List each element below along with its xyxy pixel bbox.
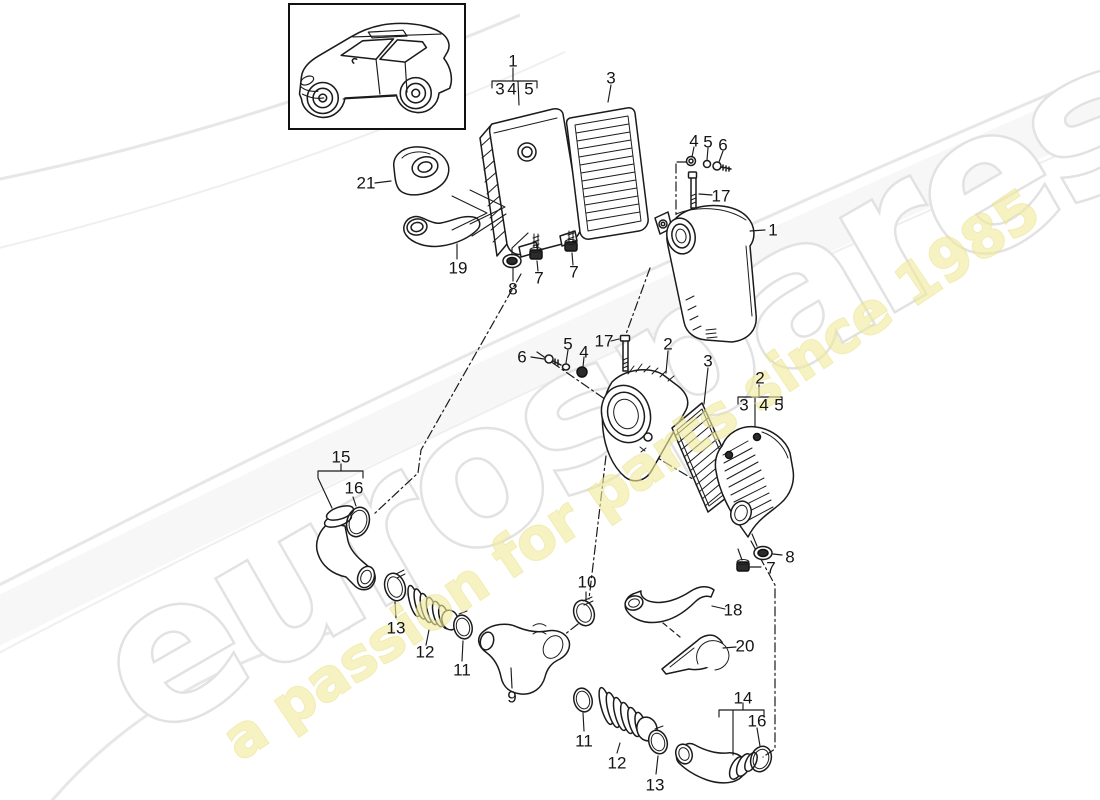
part-label-4: 4 bbox=[689, 131, 699, 151]
part-label-6: 6 bbox=[718, 135, 728, 155]
part-label-2: 2 bbox=[663, 334, 673, 354]
part-8-grommet-right bbox=[753, 545, 773, 561]
part-label-13: 13 bbox=[645, 775, 665, 795]
part-11-clamp-left bbox=[453, 610, 473, 640]
part-label-5: 5 bbox=[524, 79, 534, 99]
part-label-13: 13 bbox=[386, 618, 406, 638]
part-label-18: 18 bbox=[723, 600, 743, 620]
part-label-3: 3 bbox=[739, 395, 749, 415]
part-label-7: 7 bbox=[766, 558, 776, 578]
part-label-3: 3 bbox=[495, 79, 505, 99]
part-2-cover-mid bbox=[600, 363, 689, 482]
part-label-1: 1 bbox=[508, 51, 518, 71]
part-1-air-cleaner-right bbox=[654, 204, 757, 343]
swoosh-line bbox=[0, 70, 1100, 587]
part-label-3: 3 bbox=[606, 68, 616, 88]
part-12-bellows-left bbox=[407, 584, 459, 631]
part-13-clamp-right bbox=[647, 725, 669, 755]
part-label-7: 7 bbox=[569, 262, 579, 282]
part-10-clamp bbox=[572, 596, 596, 627]
part-label-17: 17 bbox=[711, 186, 731, 206]
swoosh-band bbox=[0, 82, 1100, 646]
part-label-12: 12 bbox=[415, 642, 435, 662]
part-label-19: 19 bbox=[448, 258, 468, 278]
part-19-air-duct bbox=[403, 215, 481, 248]
part-label-4: 4 bbox=[579, 342, 589, 362]
part-21-intake-scoop bbox=[393, 146, 450, 196]
part-label-4: 4 bbox=[759, 395, 769, 415]
part-7-nut-right bbox=[736, 559, 750, 572]
part-18-air-duct bbox=[624, 586, 715, 624]
part-label-11: 11 bbox=[453, 660, 471, 680]
part-label-3: 3 bbox=[703, 351, 713, 371]
part-label-10: 10 bbox=[577, 572, 597, 592]
watermark-tagline: a passion for parts since 1985 bbox=[211, 177, 1052, 774]
part-label-5: 5 bbox=[703, 132, 713, 152]
part-label-7: 7 bbox=[534, 268, 544, 288]
part-label-4: 4 bbox=[507, 79, 517, 99]
part-label-21: 21 bbox=[356, 173, 376, 193]
part-label-9: 9 bbox=[507, 687, 517, 707]
swoosh-line bbox=[0, 51, 566, 249]
swoosh-line bbox=[0, 136, 1100, 654]
part-label-8: 8 bbox=[508, 279, 518, 299]
direction-chevrons bbox=[451, 189, 506, 231]
part-6-5-4-fasteners-mid bbox=[544, 354, 588, 378]
part-17-bolt-mid bbox=[619, 334, 631, 372]
part-label-17: 17 bbox=[594, 331, 614, 351]
part-label-1: 1 bbox=[768, 220, 778, 240]
part-2-housing-right bbox=[714, 425, 795, 538]
part-label-5: 5 bbox=[563, 334, 573, 354]
part-label-11: 11 bbox=[575, 731, 593, 751]
part-3-filter-element-left bbox=[565, 107, 649, 240]
part-15-elbow-pipe bbox=[315, 505, 376, 591]
part-label-16: 16 bbox=[747, 711, 767, 731]
part-label-8: 8 bbox=[785, 547, 795, 567]
part-16-oring-right bbox=[749, 745, 773, 773]
part-7-nuts-left bbox=[529, 239, 578, 260]
part-label-12: 12 bbox=[607, 753, 627, 773]
part-label-14: 14 bbox=[733, 688, 753, 708]
part-13-clamp-left bbox=[383, 569, 407, 602]
leader-lines bbox=[317, 67, 783, 775]
part-16-oring-left bbox=[345, 506, 371, 538]
part-label-16: 16 bbox=[344, 478, 364, 498]
part-20-funnel-duct bbox=[661, 634, 730, 675]
part-11-clamp-right bbox=[573, 687, 593, 713]
part-8-grommet-left bbox=[502, 253, 522, 269]
part-4-5-6-fasteners-top bbox=[676, 155, 732, 172]
swoosh-line bbox=[50, 626, 351, 800]
vehicle-thumbnail bbox=[288, 3, 466, 130]
part-label-6: 6 bbox=[517, 347, 527, 367]
part-label-15: 15 bbox=[331, 447, 351, 467]
part-label-5: 5 bbox=[774, 395, 784, 415]
vehicle-illustration bbox=[298, 22, 453, 119]
part-9-y-pipe bbox=[478, 623, 571, 695]
part-label-2: 2 bbox=[755, 368, 765, 388]
part-label-20: 20 bbox=[735, 636, 755, 656]
